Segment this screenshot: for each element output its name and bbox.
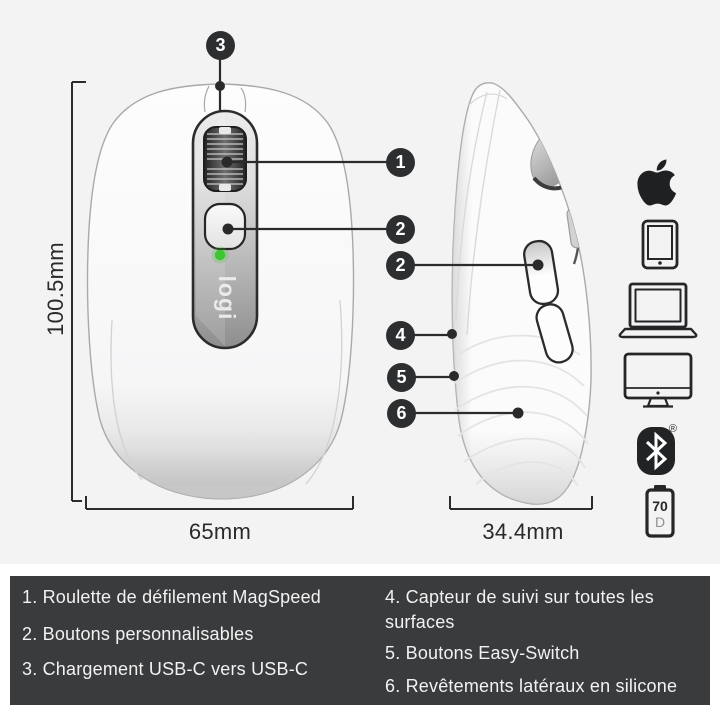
registered-trademark: ® — [668, 423, 677, 435]
width-dimension-label: 65mm — [188, 519, 252, 544]
callout-1-badge: 1 — [386, 148, 415, 177]
legend-item-5: 5. Boutons Easy-Switch — [385, 643, 580, 663]
desktop-icon — [623, 352, 693, 414]
legend-panel: 1. Roulette de défilement MagSpeed 2. Bo… — [10, 576, 710, 705]
legend-item-4: 4. Capteur de suivi sur toutes les surfa… — [385, 587, 654, 632]
legend-item-2: 2. Boutons personnalisables — [22, 624, 254, 644]
side-view-mouse — [451, 82, 592, 505]
logi-logo: logi — [214, 275, 240, 321]
tablet-icon — [641, 219, 679, 275]
callout-5-badge: 5 — [387, 363, 416, 392]
legend-item-6: 6. Revêtements latéraux en silicone — [385, 676, 678, 696]
depth-dimension-label: 34.4mm — [482, 519, 564, 544]
callout-2b-badge: 2 — [386, 251, 415, 280]
battery-unit-label: D — [655, 514, 665, 530]
legend-item-1: 1. Roulette de défilement MagSpeed — [22, 587, 321, 607]
thumb-buttons — [523, 239, 574, 364]
callout-2a-badge: 2 — [386, 215, 415, 244]
battery-days-label: 70 — [652, 498, 668, 514]
status-led — [211, 246, 229, 264]
bluetooth-icon: ® — [636, 423, 677, 481]
laptop-icon — [618, 282, 698, 344]
callout-anchor-dots — [215, 81, 544, 419]
diagram-drawing — [71, 45, 593, 510]
callout-6-badge: 6 — [387, 399, 416, 428]
callout-4-badge: 4 — [386, 321, 415, 350]
side-silicone-texture — [454, 334, 589, 487]
apple-icon — [637, 156, 683, 214]
legend-item-3: 3. Chargement USB-C vers USB-C — [22, 659, 309, 679]
callout-lines — [218, 45, 538, 415]
battery-icon: 70 D — [645, 485, 675, 543]
callout-3-badge: 3 — [206, 31, 235, 60]
dimension-lines — [71, 81, 593, 510]
height-dimension-label: 100.5mm — [43, 242, 68, 336]
